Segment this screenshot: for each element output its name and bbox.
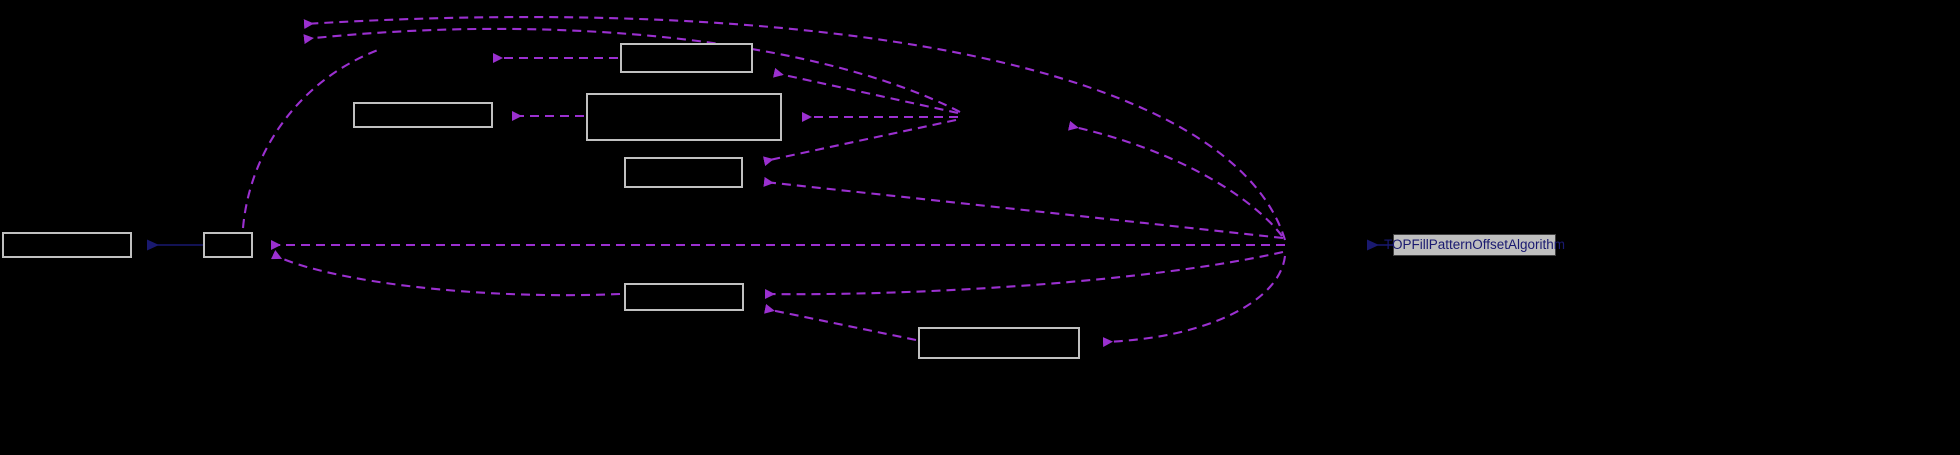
edge-junction-to-centersmall xyxy=(762,118,957,167)
edge-focus-to-bottomcenter xyxy=(764,250,1284,299)
node-box-bottom-right[interactable] xyxy=(918,327,1080,359)
node-box-hub-left[interactable] xyxy=(203,232,253,258)
edge-hub-to-bottomcenter xyxy=(270,250,621,297)
node-focus-topfillpatternoffsetalgorithm[interactable]: TOPFillPatternOffsetAlgorithm xyxy=(1384,234,1565,256)
edge-focus-to-freearrow xyxy=(1067,120,1283,237)
node-box-top-center[interactable] xyxy=(620,43,753,73)
node-box-mid-left[interactable] xyxy=(353,102,493,128)
edge-hub-up-curve xyxy=(241,49,379,229)
edge-arc-top-outer xyxy=(303,16,1287,241)
node-box-center-small[interactable] xyxy=(624,157,743,188)
edge-focus-to-centersmall xyxy=(763,176,1284,240)
edge-arc-top-inner xyxy=(303,27,961,113)
edge-focus-to-bottomright xyxy=(1102,255,1287,348)
edge-junction-to-topcenter xyxy=(772,67,959,115)
dashed-edge-group xyxy=(241,16,1287,348)
node-box-far-left[interactable] xyxy=(2,232,132,258)
node-box-bottom-center[interactable] xyxy=(624,283,744,311)
edge-bottomright-to-bottomcenter xyxy=(764,303,917,342)
node-box-center-large[interactable] xyxy=(586,93,782,141)
